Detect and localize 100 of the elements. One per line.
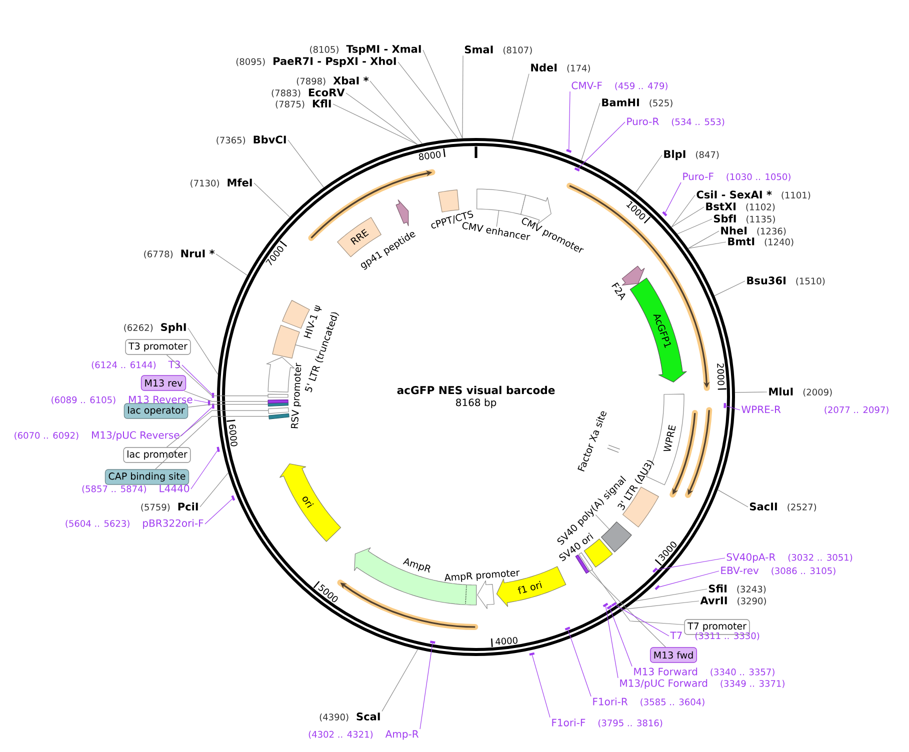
site-label: (7875) KflI (276, 99, 331, 109)
leader-line (610, 608, 632, 667)
leader-line (155, 416, 270, 470)
site-label: CsiI - SexAI * (1101) (696, 190, 810, 200)
feature-box (476, 188, 526, 215)
site-label: Bsu36I (1510) (747, 276, 825, 286)
leader-line (605, 606, 618, 678)
leader-line (586, 568, 666, 648)
leader-line (190, 450, 218, 490)
leader-line (200, 472, 229, 508)
feature-tag: T3 promoter (125, 339, 191, 355)
primer-mark (212, 404, 214, 409)
feature-tag: M13 rev (140, 375, 186, 391)
leader-line (332, 104, 418, 145)
primer-mark (606, 604, 612, 610)
leader-line (295, 344, 318, 352)
site-label: NheI (1236) (721, 226, 786, 236)
leader-line (194, 400, 208, 404)
leader-line (180, 406, 212, 436)
leader-line (462, 55, 464, 139)
site-label: BstXI (1102) (706, 202, 775, 212)
leader-line (166, 354, 268, 396)
feature-tag: CAP binding site (104, 469, 190, 485)
site-label: AvrII (3290) (700, 596, 766, 606)
primer-label: CMV-F (459 .. 479) (572, 82, 668, 90)
scale-number: 8000 (418, 151, 441, 160)
leader-line (568, 629, 592, 697)
leader-line (595, 514, 610, 530)
primer-label: F1ori-F (3795 .. 3816) (552, 718, 662, 728)
leader-line (532, 654, 550, 718)
leader-line (398, 62, 458, 139)
primer-label: (6089 .. 6105) M13 Reverse (52, 396, 192, 404)
site-label: (7883) EcoRV (272, 88, 345, 98)
primer-mark (654, 585, 660, 590)
leader-line (635, 154, 662, 194)
primer-mark (430, 640, 436, 644)
primer-mark (602, 602, 608, 608)
site-label: (5759) PciI (141, 502, 198, 512)
primer-mark (212, 392, 214, 398)
scale-number: 6000 (228, 424, 238, 446)
leader-line (204, 498, 233, 524)
leader-line (288, 140, 324, 188)
primer-mark (208, 400, 210, 406)
feature-tag: lac operator (124, 403, 188, 419)
primer-label: M13 Forward (3340 .. 3357) (634, 668, 774, 676)
site-label: (7898) XbaI * (296, 76, 369, 86)
site-label: (8105) TspMI - XmaI (310, 45, 421, 55)
site-label: SfiI (3243) (708, 584, 766, 594)
leader-line (370, 80, 422, 144)
feature-box (578, 552, 593, 572)
site-label: SbfI (1135) (714, 214, 775, 224)
site-label: BlpI (847) (664, 150, 719, 160)
primer-label: WPRE-R (2077 .. 2097) (742, 406, 888, 414)
leader-line (718, 490, 748, 508)
scale-number: 4000 (496, 636, 518, 645)
leader-line (614, 604, 670, 636)
leader-line (656, 558, 726, 570)
primer-label: Puro-F (1030 .. 1050) (683, 172, 790, 182)
primer-label: (5604 .. 5623) pBR322ori-F (66, 519, 204, 529)
primer-mark (724, 403, 726, 408)
leader-line (382, 649, 418, 712)
site-label: (7365) BbvCI (216, 135, 286, 145)
feature-segment: RSV promoter (266, 356, 302, 428)
site-label: (7130) MfeI (190, 178, 252, 188)
leader-line (166, 410, 269, 448)
leader-line (671, 194, 696, 228)
primer-mark (529, 652, 535, 656)
leader-line (714, 280, 746, 296)
leader-line (591, 570, 684, 626)
site-label: (6262) SphI (124, 322, 186, 334)
primer-label: (4302 .. 4321) Amp-R (308, 730, 419, 740)
feature-box (268, 394, 288, 398)
site-label: SacII (2527) (750, 502, 816, 512)
feature-tag: lac promoter (123, 447, 191, 463)
site-label: MluI (2009) (769, 387, 832, 397)
leader-line (635, 588, 708, 602)
feature-box (268, 407, 289, 414)
primer-label: (6070 .. 6092) M13/pUC Reverse (14, 431, 180, 441)
site-label: SmaI (8107) (464, 46, 532, 54)
primer-mark (566, 149, 572, 153)
primer-mark (216, 446, 220, 452)
leader-line (420, 642, 433, 730)
feature-tag: M13 fwd (650, 647, 697, 663)
primer-label: F1ori-R (3585 .. 3604) (593, 698, 704, 706)
leader-line (188, 404, 268, 408)
leader-line (688, 230, 720, 249)
leader-line (578, 122, 626, 169)
leader-line (216, 254, 248, 276)
scale-number: 2000 (717, 363, 724, 386)
leader-line (677, 218, 712, 234)
leader-line (688, 242, 726, 249)
primer-label: Puro-R (534 .. 553) (627, 118, 724, 126)
site-label: (4390) ScaI (320, 712, 380, 722)
site-label: (8095) PaeR7I - PspXI - XhoI (236, 56, 396, 68)
site-label: BamHI (525) (602, 98, 672, 108)
primer-label: SV40pA-R (3032 .. 3051) (726, 553, 852, 563)
leader-line (512, 73, 530, 141)
leader-line (664, 182, 682, 214)
leader-line (188, 328, 218, 375)
feature-mark: Factor Xa site (578, 411, 620, 472)
